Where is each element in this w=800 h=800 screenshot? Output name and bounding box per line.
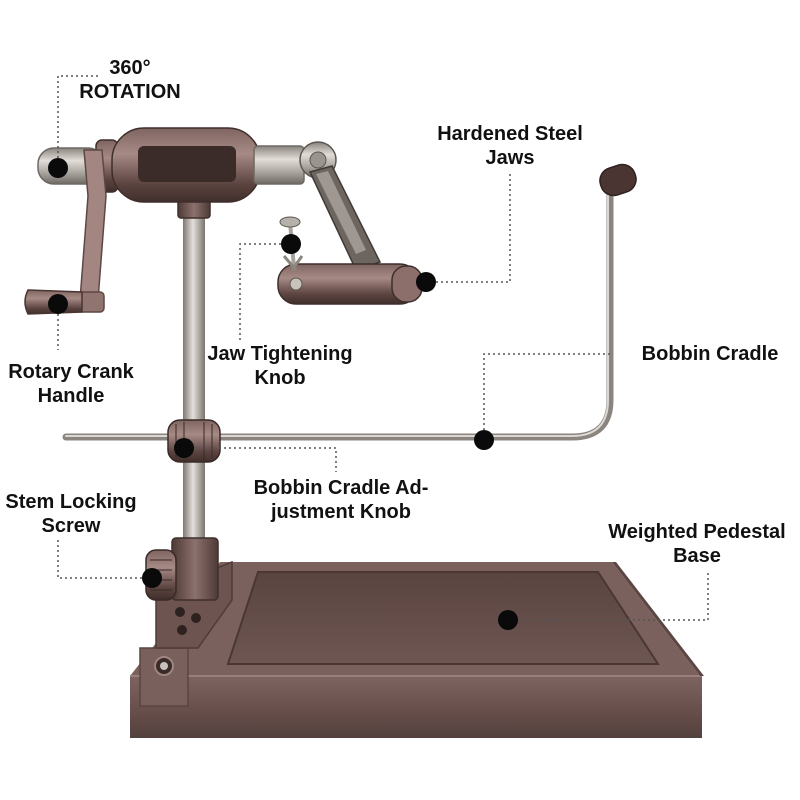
label-crank-line2: Handle	[37, 385, 105, 407]
label-360-rotation: 360° ROTATION	[60, 56, 200, 104]
base-front-block	[139, 647, 189, 707]
label-bobbin-cradle: Bobbin Cradle	[622, 342, 798, 366]
callout-dot-bobbin-cradle	[474, 430, 494, 450]
callout-line-rotation	[57, 75, 100, 168]
vise-stem	[145, 193, 219, 601]
label-jaw-knob-line1: Jaw Tightening	[207, 343, 353, 365]
label-rotation-line2: ROTATION	[79, 81, 181, 103]
label-cradle-knob-line2: justment Knob	[271, 501, 411, 523]
callout-dot-stem-screw	[142, 568, 162, 588]
label-bobbin-cradle-adjustment-knob: Bobbin Cradle Ad- justment Knob	[236, 476, 446, 524]
label-hardened-steel-jaws: Hardened Steel Jaws	[410, 122, 610, 170]
label-base-line1: Weighted Pedestal	[608, 521, 786, 543]
stem-rod	[183, 205, 205, 567]
label-rotary-crank-handle: Rotary Crank Handle	[0, 360, 142, 408]
jaw-tightening-knob	[279, 216, 301, 228]
callout-dot-cradle-knob	[174, 438, 194, 458]
barrel-sleeve	[253, 145, 305, 185]
base-tray	[226, 571, 660, 665]
label-rotation-line1: 360°	[109, 57, 151, 79]
label-cradle-knob-line1: Bobbin Cradle Ad-	[253, 477, 429, 499]
callout-lines	[57, 75, 709, 621]
stem-collar	[171, 537, 219, 601]
callout-line-base	[508, 570, 709, 621]
label-weighted-pedestal-base: Weighted Pedestal Base	[594, 520, 800, 568]
label-base-line2: Base	[673, 545, 721, 567]
callout-dot-jaw-knob	[281, 234, 301, 254]
label-jaws-line1: Hardened Steel	[437, 123, 583, 145]
callout-dot-base	[498, 610, 518, 630]
label-jaw-knob-line2: Knob	[254, 367, 306, 389]
label-stem-screw-line1: Stem Locking	[5, 491, 137, 513]
callout-line-stem-screw	[57, 540, 152, 579]
callout-dot-rotation	[48, 158, 68, 178]
callout-dot-crank	[48, 294, 68, 314]
barrel-window	[138, 146, 236, 182]
callout-dot-jaws	[416, 272, 436, 292]
callout-line-jaws	[426, 172, 511, 283]
vise-head	[37, 127, 337, 203]
label-bobbin-cradle-line1: Bobbin Cradle	[641, 343, 779, 365]
label-jaws-line2: Jaws	[485, 147, 535, 169]
label-stem-screw-line2: Screw	[41, 515, 101, 537]
callout-dots	[48, 158, 518, 630]
base-front-face	[130, 676, 702, 738]
pedestal-base	[130, 560, 704, 738]
callout-line-bobbin-cradle	[483, 353, 612, 440]
bobbin-cradle-tip	[599, 163, 637, 197]
label-crank-line1: Rotary Crank	[8, 361, 134, 383]
callout-line-cradle-knob	[184, 447, 337, 472]
label-jaw-tightening-knob: Jaw Tightening Knob	[200, 342, 360, 390]
label-stem-locking-screw: Stem Locking Screw	[0, 490, 142, 538]
callout-line-jaw-knob	[239, 243, 291, 340]
jaw-assembly	[277, 165, 423, 305]
rotary-crank-handle	[24, 149, 107, 315]
